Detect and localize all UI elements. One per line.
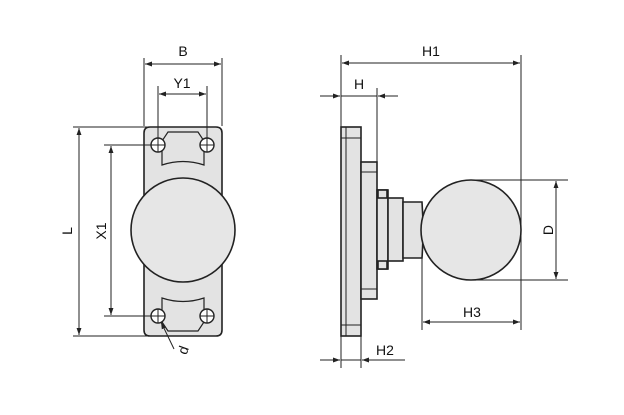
side-neck [387,197,404,262]
label-H2: H2 [376,342,394,358]
dimension-D [471,179,568,281]
dimension-Y1 [157,86,208,138]
front-plate-recess [161,131,205,166]
label-H1: H1 [422,43,440,59]
label-D: D [540,225,556,235]
label-L: L [59,227,75,235]
side-stem [402,201,424,259]
dimension-X1 [104,144,151,317]
dimension-H2 [320,336,405,368]
side-hex-nut [376,189,389,270]
dimension-B [143,58,223,126]
label-d: d [174,344,192,357]
leader-d [160,321,175,350]
label-B: B [178,43,187,59]
side-view: H1 H D H3 H2 [320,43,568,368]
label-H3: H3 [463,304,481,320]
nut-step-top [377,189,388,199]
front-view: B Y1 L X1 d [59,43,236,357]
front-ball-knob [130,177,236,283]
dimension-H [320,88,398,162]
dimension-H3 [421,232,522,330]
label-Y1: Y1 [173,75,190,91]
side-boss [360,161,378,300]
nut-step-bottom [377,260,388,270]
label-X1: X1 [93,222,109,239]
side-flange-plate [340,126,362,337]
side-ball-knob [420,179,522,281]
label-H: H [354,76,364,92]
dimension-L [73,126,150,337]
